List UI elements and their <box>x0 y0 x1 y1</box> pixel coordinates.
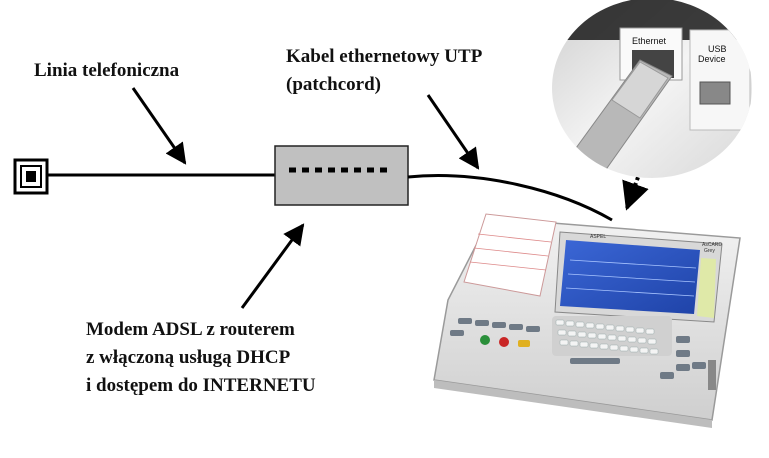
phone-line-label-text: Linia telefoniczna <box>34 60 180 81</box>
photo-device-label: Device <box>698 54 726 64</box>
cable-label-line-1: Kabel ethernetowy UTP <box>286 46 483 67</box>
device-model-2: Grey <box>704 248 715 254</box>
ecg-screen <box>560 240 700 314</box>
modem-label-line-1: Modem ADSL z routerem <box>86 319 295 340</box>
ecg-device: ASPEL AsCARD Grey <box>433 213 741 428</box>
arrow-cable <box>426 94 480 170</box>
device-model-1: AsCARD <box>702 242 722 248</box>
modem-label-line-2: z włączoną usługą DHCP <box>86 347 291 368</box>
arrow-modem <box>240 223 305 309</box>
modem-label: Modem ADSL z routerem z włączoną usługą … <box>86 316 316 400</box>
ecg-paper-roll <box>463 213 557 297</box>
modem-label-line-3: i dostępem do INTERNETU <box>86 375 316 396</box>
utp-cable-line <box>407 174 613 222</box>
device-brand: ASPEL <box>590 234 606 240</box>
phone-line-label: Linia telefoniczna <box>34 57 179 85</box>
cable-label: Kabel ethernetowy UTP (patchcord) <box>286 43 482 99</box>
arrow-phone-line <box>131 87 187 165</box>
ethernet-port-photo: Ethernet USB Device <box>552 0 752 178</box>
photo-usb-label: USB <box>708 44 727 54</box>
modem-box <box>274 145 409 206</box>
cable-label-line-2: (patchcord) <box>286 74 381 95</box>
photo-ethernet-label: Ethernet <box>632 36 667 46</box>
phone-socket-icon <box>13 158 49 195</box>
